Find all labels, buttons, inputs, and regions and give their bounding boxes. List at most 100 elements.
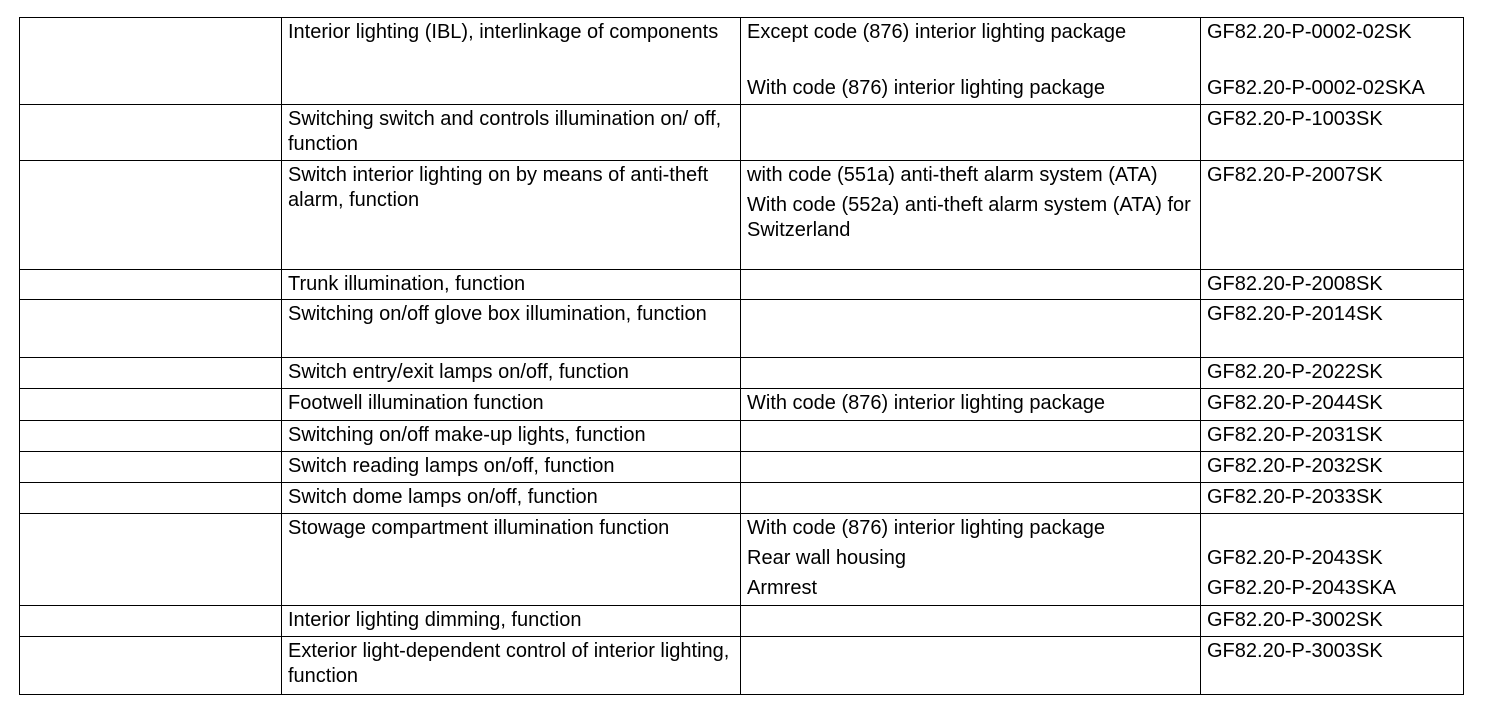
function-text: Switch dome lamps on/off, function — [288, 486, 598, 508]
table-row: Switch entry/exit lamps on/off, function… — [19, 357, 1464, 389]
function-text: Switching on/off glove box illumination,… — [288, 303, 707, 325]
document-number: GF82.20-P-2032SK — [1207, 455, 1383, 477]
condition-cell: With code (876) interior lighting packag… — [740, 513, 1201, 606]
function-text: Exterior light-dependent control of inte… — [288, 640, 730, 687]
blank-cell — [19, 269, 282, 300]
document-number: GF82.20-P-2022SK — [1207, 361, 1383, 383]
table-row: Interior lighting (IBL), interlinkage of… — [19, 17, 1464, 105]
document-number: GF82.20-P-2043SK — [1207, 547, 1383, 569]
condition-cell — [740, 104, 1201, 161]
function-text: Switching switch and controls illuminati… — [288, 108, 722, 155]
condition-cell — [740, 299, 1201, 358]
condition-cell: With code (876) interior lighting packag… — [740, 388, 1201, 421]
document-number: GF82.20-P-0002-02SK — [1207, 21, 1412, 43]
blank-cell — [19, 605, 282, 637]
document-cell: GF82.20-P-1003SK — [1200, 104, 1464, 161]
document-number: GF82.20-P-0002-02SKA — [1207, 77, 1425, 99]
function-cell: Interior lighting dimming, function — [281, 605, 741, 637]
document-number: GF82.20-P-1003SK — [1207, 108, 1383, 130]
blank-cell — [19, 451, 282, 483]
blank-cell — [19, 513, 282, 606]
document-cell: GF82.20-P-2022SK — [1200, 357, 1464, 389]
function-cell: Switch entry/exit lamps on/off, function — [281, 357, 741, 389]
document-number: GF82.20-P-2008SK — [1207, 273, 1383, 295]
condition-text: Except code (876) interior lighting pack… — [747, 21, 1127, 43]
condition-cell: Except code (876) interior lighting pack… — [740, 17, 1201, 105]
condition-cell: with code (551a) anti-theft alarm system… — [740, 160, 1201, 270]
blank-cell — [19, 299, 282, 358]
document-number: GF82.20-P-2014SK — [1207, 303, 1383, 325]
document-cell: GF82.20-P-2032SK — [1200, 451, 1464, 483]
table-row: Switching switch and controls illuminati… — [19, 104, 1464, 161]
function-text: Switching on/off make-up lights, functio… — [288, 424, 646, 446]
table-row: Switch dome lamps on/off, function GF82.… — [19, 482, 1464, 514]
condition-cell — [740, 605, 1201, 637]
document-cell: GF82.20-P-2008SK — [1200, 269, 1464, 300]
blank-cell — [19, 104, 282, 161]
document-cell: GF82.20-P-0002-02SK GF82.20-P-0002-02SKA — [1200, 17, 1464, 105]
table-row: Switch interior lighting on by means of … — [19, 160, 1464, 270]
blank-cell — [19, 357, 282, 389]
condition-text: Armrest — [747, 577, 817, 599]
blank-cell — [19, 636, 282, 695]
condition-cell — [740, 269, 1201, 300]
document-cell: GF82.20-P-2044SK — [1200, 388, 1464, 421]
document-number: GF82.20-P-2043SKA — [1207, 577, 1396, 599]
function-cell: Stowage compartment illumination functio… — [281, 513, 741, 606]
function-text: Interior lighting dimming, function — [288, 609, 582, 631]
document-number: GF82.20-P-3002SK — [1207, 609, 1383, 631]
table-row: Switching on/off glove box illumination,… — [19, 299, 1464, 358]
blank-cell — [19, 482, 282, 514]
blank-cell — [19, 420, 282, 452]
document-cell: GF82.20-P-2014SK — [1200, 299, 1464, 358]
document-number: GF82.20-P-2007SK — [1207, 164, 1383, 186]
document-cell: GF82.20-P-2007SK — [1200, 160, 1464, 270]
condition-cell — [740, 420, 1201, 452]
table-row: Switching on/off make-up lights, functio… — [19, 420, 1464, 452]
document-cell: GF82.20-P-2031SK — [1200, 420, 1464, 452]
function-cell: Switching on/off glove box illumination,… — [281, 299, 741, 358]
document-cell: GF82.20-P-2033SK — [1200, 482, 1464, 514]
function-cell: Interior lighting (IBL), interlinkage of… — [281, 17, 741, 105]
condition-text: With code (552a) anti-theft alarm system… — [747, 194, 1191, 241]
table-row: Footwell illumination function With code… — [19, 388, 1464, 421]
document-number: GF82.20-P-2033SK — [1207, 486, 1383, 508]
blank-cell — [19, 388, 282, 421]
function-text: Trunk illumination, function — [288, 273, 526, 295]
condition-text: Rear wall housing — [747, 547, 906, 569]
document-number: GF82.20-P-2044SK — [1207, 392, 1383, 414]
condition-cell — [740, 636, 1201, 695]
function-cell: Switch reading lamps on/off, function — [281, 451, 741, 483]
function-cell: Switching switch and controls illuminati… — [281, 104, 741, 161]
function-cell: Exterior light-dependent control of inte… — [281, 636, 741, 695]
function-text: Switch interior lighting on by means of … — [288, 164, 709, 211]
table-row: Exterior light-dependent control of inte… — [19, 636, 1464, 695]
document-number: ​ — [1207, 516, 1457, 541]
function-cell: Switch dome lamps on/off, function — [281, 482, 741, 514]
blank-cell — [19, 17, 282, 105]
condition-cell — [740, 451, 1201, 483]
table-row: Trunk illumination, function GF82.20-P-2… — [19, 269, 1464, 300]
function-text: Stowage compartment illumination functio… — [288, 517, 670, 539]
function-text: Switch reading lamps on/off, function — [288, 455, 615, 477]
condition-cell — [740, 357, 1201, 389]
function-text: Switch entry/exit lamps on/off, function — [288, 361, 629, 383]
condition-text: with code (551a) anti-theft alarm system… — [747, 164, 1158, 186]
document-number: GF82.20-P-3003SK — [1207, 640, 1383, 662]
function-cell: Switching on/off make-up lights, functio… — [281, 420, 741, 452]
document-cell: GF82.20-P-3003SK — [1200, 636, 1464, 695]
function-cell: Footwell illumination function — [281, 388, 741, 421]
document-number: GF82.20-P-2031SK — [1207, 424, 1383, 446]
document-cell: GF82.20-P-3002SK — [1200, 605, 1464, 637]
document-table: Interior lighting (IBL), interlinkage of… — [19, 17, 1464, 695]
table-row: Stowage compartment illumination functio… — [19, 513, 1464, 606]
blank-cell — [19, 160, 282, 270]
function-text: Footwell illumination function — [288, 392, 544, 414]
function-cell: Switch interior lighting on by means of … — [281, 160, 741, 270]
function-cell: Trunk illumination, function — [281, 269, 741, 300]
condition-text: With code (876) interior lighting packag… — [747, 392, 1105, 414]
function-text: Interior lighting (IBL), interlinkage of… — [288, 21, 719, 43]
table-row: Switch reading lamps on/off, function GF… — [19, 451, 1464, 483]
document-cell: ​ GF82.20-P-2043SK GF82.20-P-2043SKA — [1200, 513, 1464, 606]
condition-cell — [740, 482, 1201, 514]
